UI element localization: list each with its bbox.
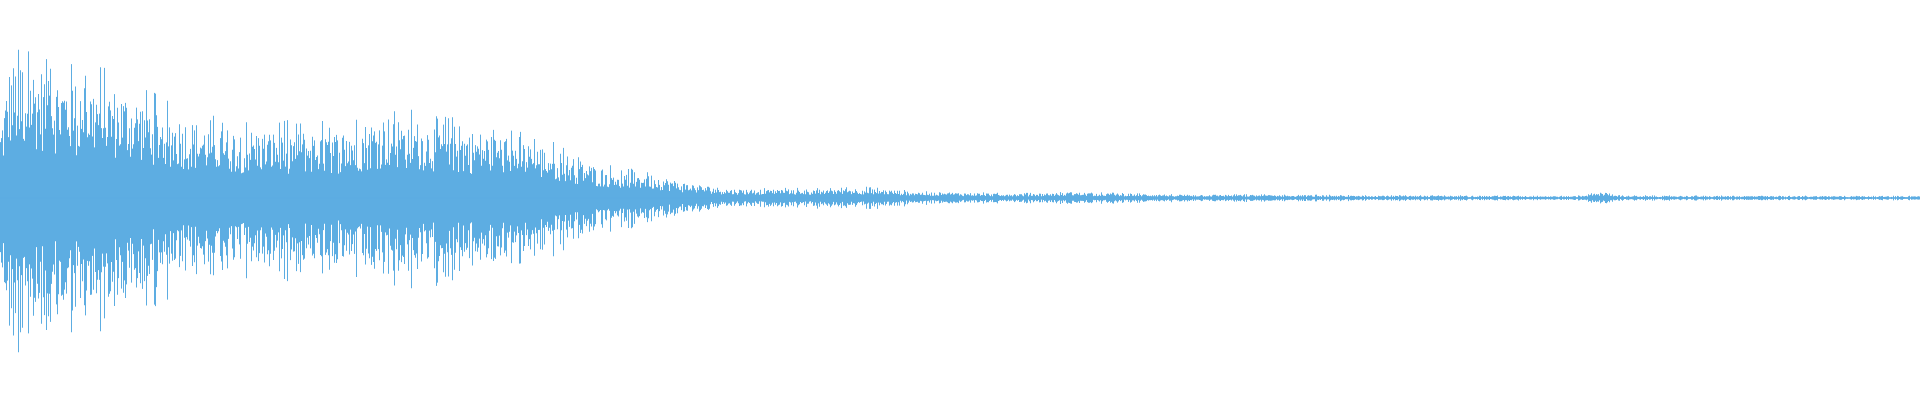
waveform-samples <box>0 49 1920 353</box>
waveform-path <box>0 49 1920 353</box>
